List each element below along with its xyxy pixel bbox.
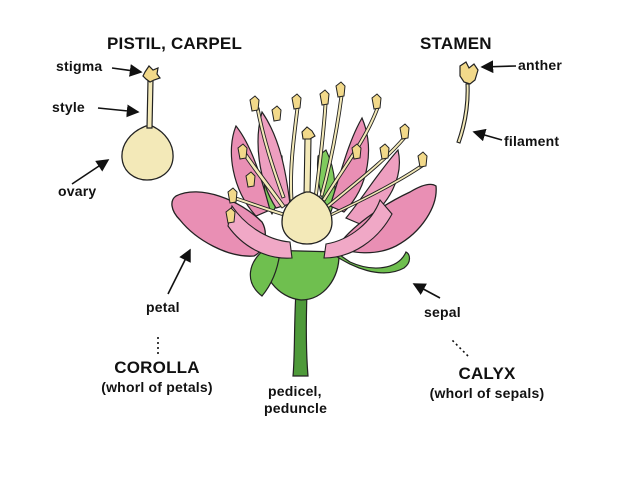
dotted-connectors xyxy=(157,334,469,357)
label-anther: anther xyxy=(518,57,562,73)
group-calyx-subtitle: (whorl of sepals) xyxy=(429,385,545,401)
label-peduncle: peduncle xyxy=(264,400,328,416)
anther-1 xyxy=(291,93,302,110)
stamen-filament-shape xyxy=(456,83,470,144)
anther-3 xyxy=(249,95,260,112)
heading-pistil-carpel: PISTIL, CARPEL xyxy=(107,34,243,53)
pistil-detail xyxy=(121,65,174,181)
anther-7 xyxy=(335,81,346,98)
pistil-style-shape xyxy=(146,79,154,129)
arrow-filament xyxy=(472,128,503,142)
flower-style xyxy=(303,137,312,197)
arrow-sepal xyxy=(412,283,441,299)
arrow-petal xyxy=(167,248,191,295)
label-petal: petal xyxy=(146,299,180,315)
label-filament: filament xyxy=(504,133,560,149)
anther-11 xyxy=(245,171,256,188)
label-ovary: ovary xyxy=(58,183,97,199)
flower-pistil xyxy=(281,126,333,245)
arrow-ovary xyxy=(71,159,110,185)
stem-shape xyxy=(292,291,309,377)
sepal-left xyxy=(249,247,281,297)
sepal-right xyxy=(328,249,411,274)
flower-stigma xyxy=(301,126,316,140)
group-corolla-subtitle: (whorl of petals) xyxy=(101,379,213,395)
inner-filament-5 xyxy=(243,153,286,209)
arrow-stigma xyxy=(111,64,143,77)
anther-2 xyxy=(319,89,330,106)
petal-front-right xyxy=(323,198,393,259)
dotted-calyx xyxy=(451,339,469,357)
inner-filament-4 xyxy=(321,107,380,202)
inner-filament-3 xyxy=(255,107,286,199)
group-calyx-title: CALYX xyxy=(458,364,516,383)
group-corolla-title: COROLLA xyxy=(114,358,200,377)
pointer-arrows xyxy=(71,60,517,299)
anther-13 xyxy=(225,207,236,224)
flower-stamens xyxy=(235,95,425,217)
flower-ovary xyxy=(281,191,333,245)
label-stigma: stigma xyxy=(56,58,103,74)
anther-6 xyxy=(399,123,410,140)
anther-14 xyxy=(271,105,282,122)
pistil-ovary-shape xyxy=(121,125,174,181)
pistil-stigma-shape xyxy=(142,65,161,83)
label-pedicel: pedicel, xyxy=(268,383,322,399)
anther-12 xyxy=(379,143,390,160)
flower-anthers xyxy=(225,81,428,224)
heading-stamen: STAMEN xyxy=(420,34,492,53)
petal-front-left xyxy=(227,204,293,259)
label-sepal: sepal xyxy=(424,304,461,320)
anther-9 xyxy=(227,187,238,204)
petal-back-right-2 xyxy=(345,148,400,225)
anther-8 xyxy=(417,151,428,168)
inner-filament-1 xyxy=(289,107,300,201)
inner-filament-7 xyxy=(319,95,344,197)
arrow-style xyxy=(97,104,140,118)
petal-back-right-1 xyxy=(329,116,370,213)
stamen-anther-shape xyxy=(459,61,479,85)
anther-4 xyxy=(371,93,382,110)
stamen-detail xyxy=(456,61,479,144)
anther-5 xyxy=(237,143,248,160)
anther-10 xyxy=(351,143,362,160)
label-style: style xyxy=(52,99,85,115)
arrow-anther xyxy=(480,60,517,74)
